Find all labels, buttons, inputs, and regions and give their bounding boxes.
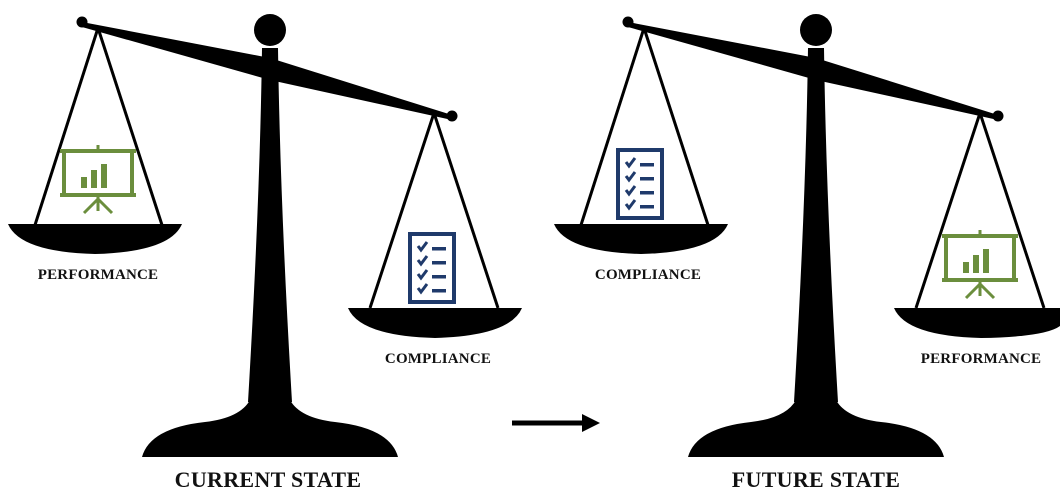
checklist-icon <box>408 232 456 304</box>
scale-base <box>142 400 398 457</box>
current-left-label: PERFORMANCE <box>38 267 159 283</box>
beam-end-right <box>992 110 1004 122</box>
beam-end-left <box>76 16 88 28</box>
right-pan <box>894 308 1060 338</box>
presentation-chart-icon <box>58 143 138 215</box>
current-right-label: COMPLIANCE <box>385 351 491 367</box>
scale-base <box>688 400 944 457</box>
scale-knob <box>800 14 832 46</box>
current-scale: PERFORMANCE COMPLIANCE CURRENT STATE <box>8 14 522 491</box>
left-pan <box>8 224 182 254</box>
future-right-label: PERFORMANCE <box>921 351 1042 367</box>
scale-pillar <box>248 48 292 402</box>
scale-beam <box>82 22 452 120</box>
beam-end-left <box>622 16 634 28</box>
right-pan <box>348 308 522 338</box>
checklist-icon <box>616 148 664 220</box>
scale-pillar <box>794 48 838 402</box>
future-state-label: FUTURE STATE <box>732 467 900 491</box>
future-scale: COMPLIANCE PERFORMANCE FUTURE STATE <box>554 14 1060 491</box>
left-pan <box>554 224 728 254</box>
scale-knob <box>254 14 286 46</box>
current-state-label: CURRENT STATE <box>175 467 362 491</box>
scale-beam <box>628 22 998 120</box>
presentation-chart-icon <box>940 228 1020 300</box>
transition-arrow-icon <box>512 414 600 432</box>
future-left-label: COMPLIANCE <box>595 267 701 283</box>
beam-end-right <box>446 110 458 122</box>
